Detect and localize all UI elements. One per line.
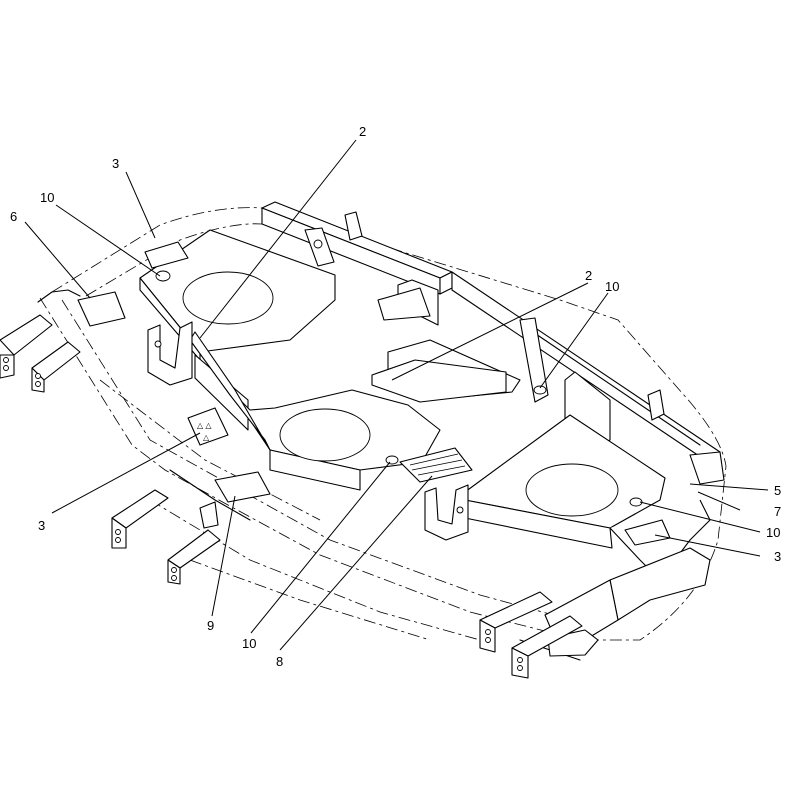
rear-rail	[261, 201, 725, 485]
decals: △ △ △	[77, 241, 671, 546]
callout-10-right: 10	[766, 525, 780, 540]
deck-outline	[37, 207, 727, 641]
svg-text:△: △	[203, 433, 210, 442]
callout-2-top: 2	[359, 124, 366, 139]
decal-10-rear	[533, 385, 547, 395]
callout-8: 8	[276, 654, 283, 669]
decal-3-top	[144, 241, 189, 269]
mid-panel	[371, 339, 521, 403]
svg-text:△ △: △ △	[197, 421, 212, 430]
decal-9	[214, 471, 271, 503]
decal-3-left	[187, 407, 229, 446]
callout-2-mid: 2	[585, 268, 592, 283]
callout-5: 5	[774, 483, 781, 498]
left-arms	[0, 314, 583, 679]
callout-10-top-left: 10	[40, 190, 54, 205]
callout-3-top: 3	[112, 156, 119, 171]
callout-7: 7	[774, 504, 781, 519]
callout-labels: 2 3 10 6 2 10 3 5 7 10 3 9 10 8	[10, 124, 781, 669]
callout-6: 6	[10, 209, 17, 224]
height-brackets	[147, 321, 469, 541]
callout-10-bottom: 10	[242, 636, 256, 651]
callout-3-left: 3	[38, 518, 45, 533]
leader-lines	[24, 139, 769, 651]
callout-9: 9	[207, 618, 214, 633]
decal-10-left	[155, 270, 171, 282]
decal-6	[77, 291, 126, 327]
right-spindle-plate	[464, 414, 666, 549]
decal-10-center	[385, 455, 399, 465]
callout-10-top-right: 10	[605, 279, 619, 294]
center-spindle-plate	[229, 389, 441, 491]
callout-3-right: 3	[774, 549, 781, 564]
